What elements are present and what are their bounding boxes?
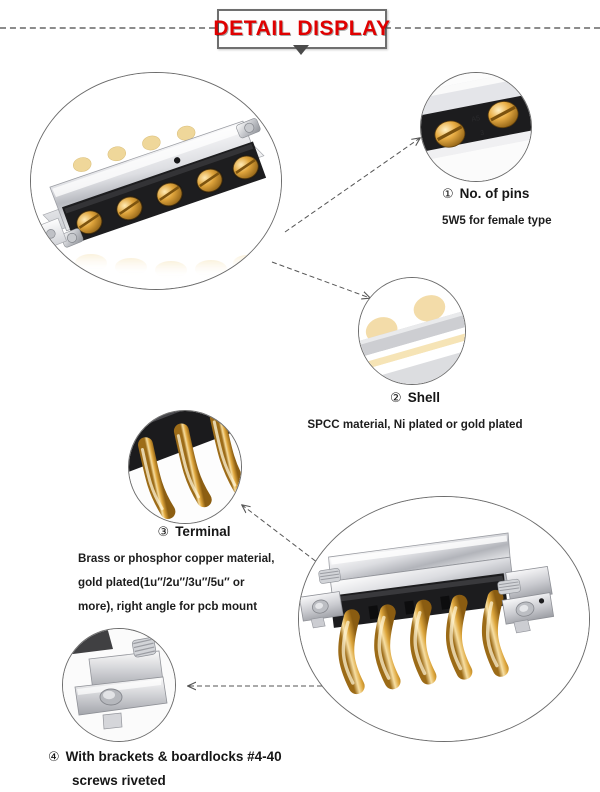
shell-detail-photo	[358, 277, 466, 385]
page-title: DETAIL DISPLAY	[213, 17, 391, 40]
callout-terminal-line-3: more), right angle for pcb mount	[78, 599, 258, 613]
callout-bracket-line-1: With brackets & boardlocks #4-40	[65, 749, 282, 764]
callout-shell-number: ②	[390, 390, 402, 405]
callout-bracket: ④ With brackets & boardlocks #4-40 screws…	[48, 745, 348, 792]
callout-terminal-line-2: gold plated(1u″/2u″/3u″/5u″ or	[78, 575, 245, 589]
callout-terminal-number: ③	[157, 524, 170, 539]
callout-pins-line-1: 5W5 for female type	[442, 214, 552, 227]
callout-bracket-line-2: screws riveted	[72, 772, 166, 788]
terminal-detail-photo	[128, 410, 242, 524]
leader-to-pins	[284, 138, 420, 233]
callout-bracket-number: ④	[48, 749, 60, 764]
callout-bracket-heading: ④ With brackets & boardlocks #4-40 screws…	[48, 745, 348, 792]
pins-detail-photo: A5 3	[420, 72, 532, 182]
header-rule-right	[385, 27, 600, 29]
callout-pins-number: ①	[442, 186, 454, 201]
bracket-detail-photo	[62, 628, 176, 742]
title-box: DETAIL DISPLAY	[213, 9, 390, 49]
main-connector-photo	[30, 72, 282, 290]
right-angle-connector-photo	[298, 496, 590, 742]
callout-shell-line-1: SPCC material, Ni plated or gold plated	[307, 418, 523, 431]
svg-text:A5: A5	[471, 115, 481, 124]
page-header: DETAIL DISPLAY	[0, 4, 600, 56]
callout-terminal-line-1: Brass or phosphor copper material,	[78, 552, 275, 565]
title-caret-icon	[293, 45, 309, 55]
leader-to-shell	[271, 261, 370, 298]
header-rule-left	[0, 27, 215, 29]
svg-text:3: 3	[480, 130, 485, 138]
